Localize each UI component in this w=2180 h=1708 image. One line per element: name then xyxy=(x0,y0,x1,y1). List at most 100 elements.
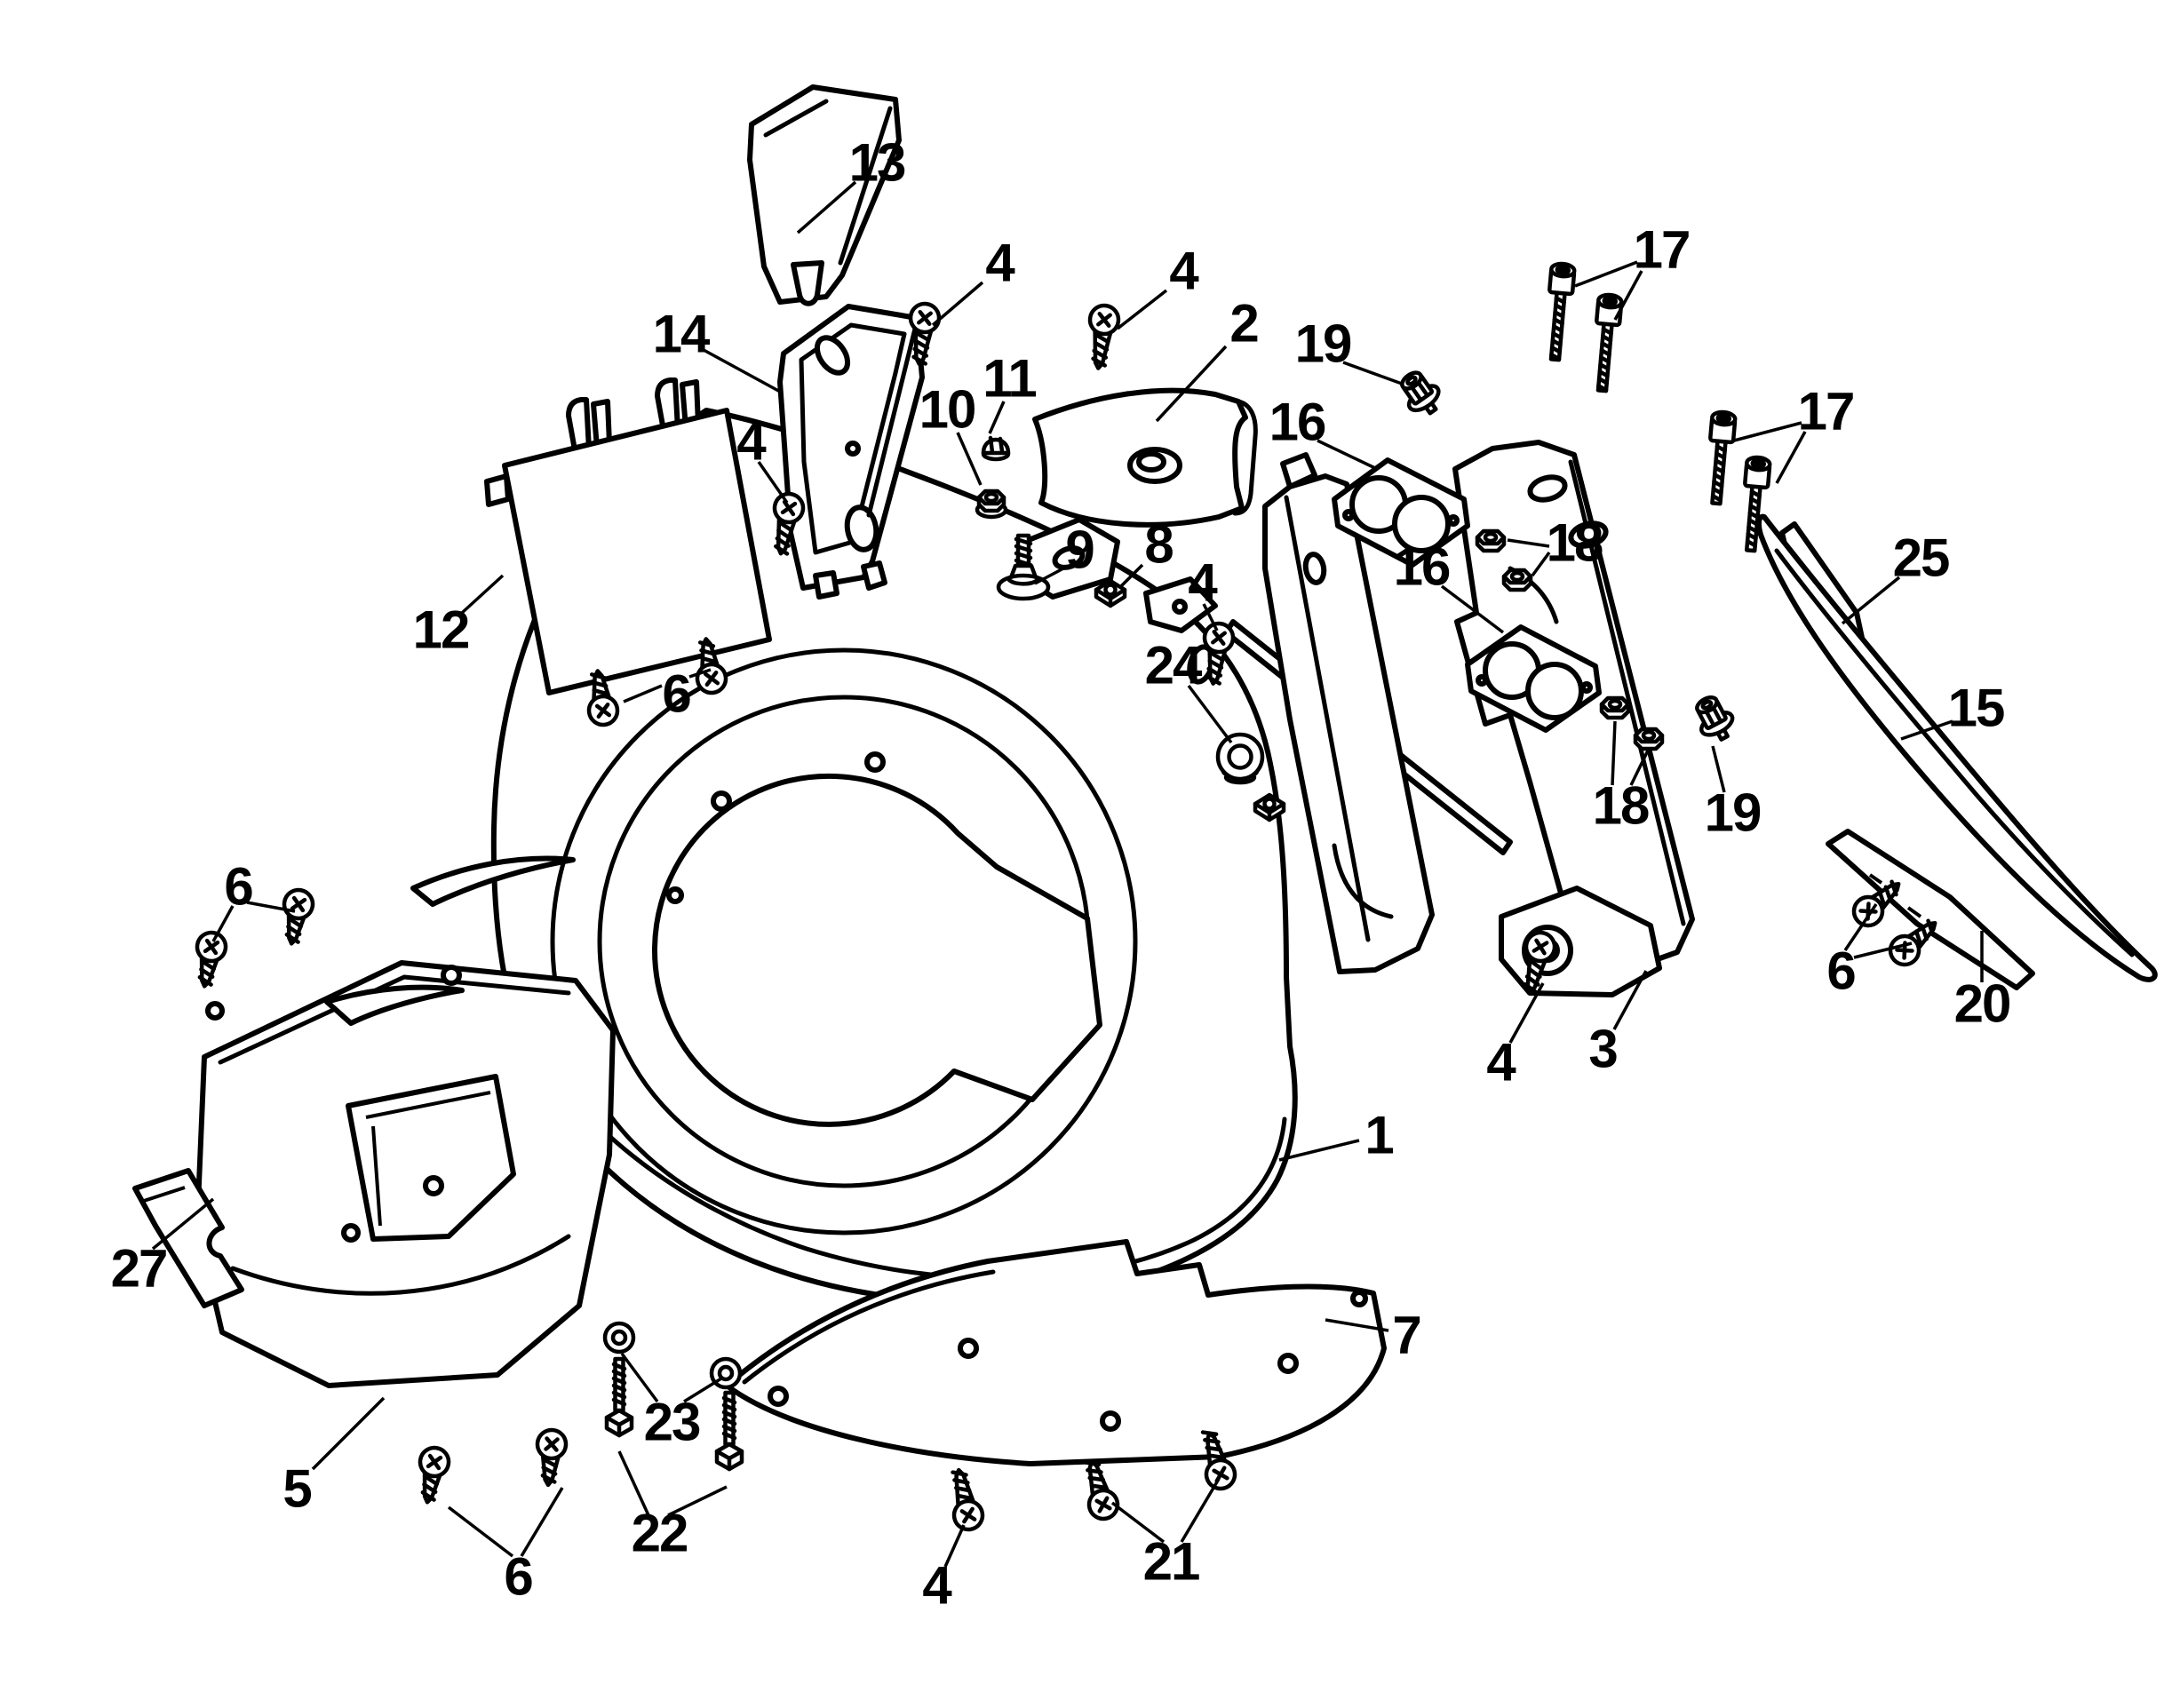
callout-number: 3 xyxy=(1588,1020,1617,1079)
leader-line xyxy=(1440,584,1505,634)
leader-line xyxy=(1733,421,1802,442)
callout-13: 13 xyxy=(796,133,907,234)
part-27-mulch-plate xyxy=(132,1168,244,1308)
callout-number: 4 xyxy=(1188,553,1218,613)
leader-line xyxy=(1900,719,1953,741)
part-16-clamp-lower xyxy=(1465,624,1602,733)
callout-4: 4 xyxy=(1188,553,1220,632)
callout-4: 4 xyxy=(736,412,789,504)
callout-number: 12 xyxy=(413,600,469,660)
fastener-screw xyxy=(195,930,228,989)
callout-number: 24 xyxy=(1145,636,1203,695)
fastener-capscrew xyxy=(1595,292,1624,393)
leader-line xyxy=(1853,941,1913,959)
leader-line xyxy=(931,281,984,327)
fastener-hexnut xyxy=(1633,727,1665,751)
leader-line xyxy=(988,401,1006,434)
fastener-screw xyxy=(282,887,315,946)
fastener-screw xyxy=(1202,621,1236,686)
part-2-guard-plate xyxy=(1032,387,1258,528)
callout-7: 7 xyxy=(1325,1306,1422,1365)
callout-17: 17 xyxy=(1574,220,1691,321)
leader-line xyxy=(1202,603,1219,632)
callout-14: 14 xyxy=(653,305,783,394)
leader-line xyxy=(1187,684,1233,744)
callout-11: 11 xyxy=(983,349,1038,434)
callout-number: 4 xyxy=(922,1556,952,1616)
part-12-baffle-plate xyxy=(484,377,772,695)
fastener-screw xyxy=(1523,930,1557,995)
callout-number: 7 xyxy=(1392,1306,1420,1365)
leader-line xyxy=(1508,982,1545,1044)
callout-number: 4 xyxy=(736,412,767,472)
fasteners-layer xyxy=(195,261,1937,1532)
fastener-screw xyxy=(1087,303,1121,370)
callout-16: 16 xyxy=(1394,537,1505,634)
callout-number: 6 xyxy=(224,857,252,917)
fastener-screw xyxy=(586,669,620,727)
leader-line xyxy=(1342,361,1403,385)
callout-23: 23 xyxy=(620,1352,722,1452)
leader-line xyxy=(1116,289,1168,330)
part-16-clamp-upper xyxy=(1332,457,1470,568)
fastener-hexnut xyxy=(1501,568,1533,592)
callout-27: 27 xyxy=(111,1197,215,1299)
callout-number: 18 xyxy=(1547,513,1603,573)
deck-boss-hole xyxy=(666,886,684,904)
callout-number: 23 xyxy=(644,1393,700,1452)
fastener-screw xyxy=(951,1467,985,1532)
callout-21: 21 xyxy=(1110,1478,1221,1592)
deck-boss-hole xyxy=(711,790,732,812)
callout-number: 13 xyxy=(849,133,905,193)
fastener-capscrew xyxy=(1708,409,1738,506)
fastener-squarebolt xyxy=(714,1390,744,1472)
leader-line xyxy=(796,180,857,234)
callout-number: 10 xyxy=(919,380,975,440)
part-5-front-cover xyxy=(195,960,616,1388)
fastener-screw xyxy=(695,637,728,695)
callout-number: 15 xyxy=(1948,679,2004,738)
callout-number: 18 xyxy=(1593,776,1649,836)
part-14-bracket-box xyxy=(777,304,925,600)
callout-18: 18 xyxy=(1593,720,1651,836)
leader-line xyxy=(683,1377,722,1403)
leader-line xyxy=(617,1450,650,1516)
leader-line xyxy=(460,574,505,615)
leader-line xyxy=(1574,260,1638,288)
callout-4: 4 xyxy=(931,234,1017,327)
callout-4: 4 xyxy=(1486,982,1545,1092)
callout-22: 22 xyxy=(617,1450,728,1563)
callout-25: 25 xyxy=(1841,528,1951,625)
callout-number: 17 xyxy=(1634,220,1690,280)
leader-line xyxy=(1155,345,1228,423)
leader-line xyxy=(1775,431,1807,484)
callout-3: 3 xyxy=(1588,970,1648,1079)
leader-line xyxy=(1278,1139,1360,1162)
callout-number: 8 xyxy=(1144,515,1173,575)
leader-line xyxy=(211,905,235,942)
callout-4: 4 xyxy=(922,1524,966,1616)
fastener-capscrew xyxy=(1547,261,1577,362)
fastener-screw xyxy=(1083,1459,1120,1521)
fastener-hexnut xyxy=(1599,695,1631,720)
callout-2: 2 xyxy=(1155,294,1260,423)
fastener-screw xyxy=(418,1445,451,1505)
callout-20: 20 xyxy=(1954,931,2011,1034)
leader-line xyxy=(1843,903,1878,951)
callout-number: 6 xyxy=(1826,941,1855,1001)
callout-number: 25 xyxy=(1893,528,1949,588)
leader-line xyxy=(520,1487,564,1557)
fastener-squarenut xyxy=(1094,578,1127,608)
leader-line xyxy=(620,1352,659,1403)
leader-line xyxy=(1507,538,1550,548)
fastener-flangebolt xyxy=(1400,370,1441,416)
leader-line xyxy=(1317,439,1376,470)
callout-18: 18 xyxy=(1507,513,1604,577)
callout-5: 5 xyxy=(282,1396,386,1519)
callout-1: 1 xyxy=(1278,1106,1395,1165)
callout-number: 4 xyxy=(1486,1033,1516,1092)
leader-line xyxy=(623,684,663,703)
leader-line xyxy=(688,668,712,679)
